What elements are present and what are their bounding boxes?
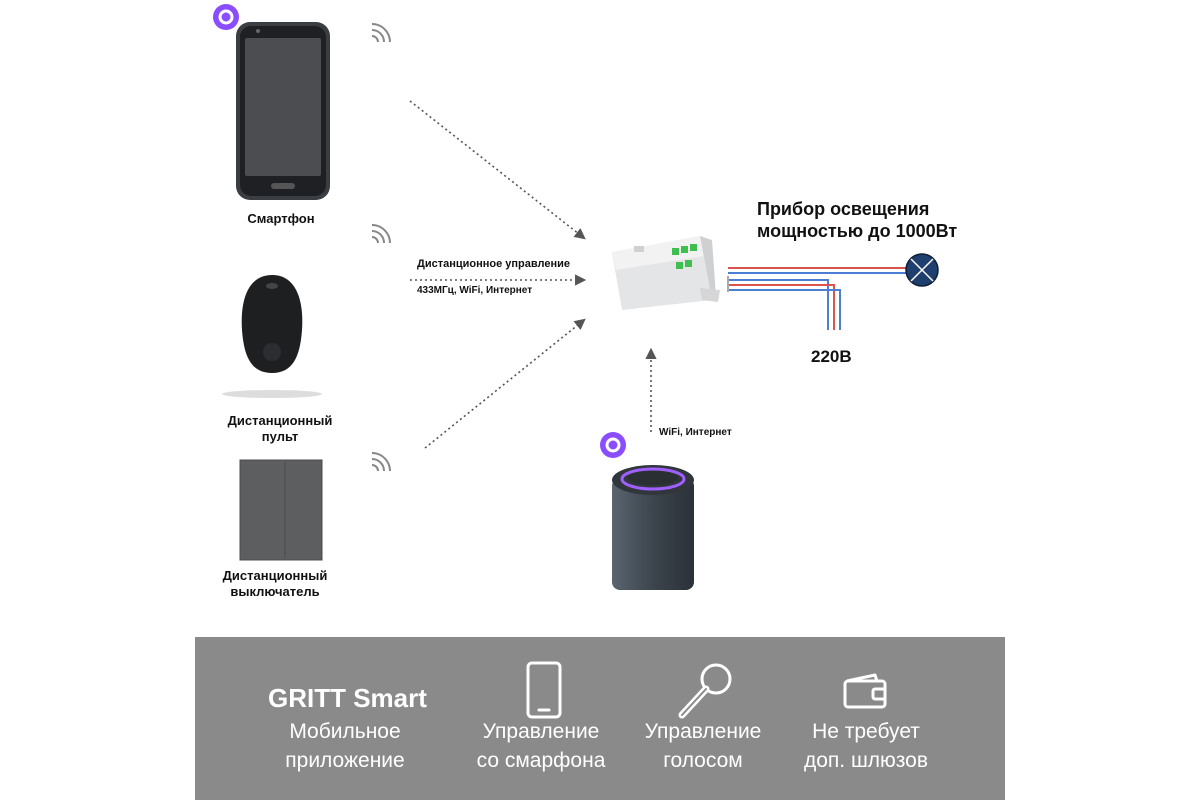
load-title-line1: Прибор освещения xyxy=(757,199,930,219)
wall-switch-image xyxy=(239,459,323,561)
features-banner: GRITT Smart Мобильное приложение Управле… xyxy=(195,637,1005,800)
feature-no-gateway: Не требует доп. шлюзов xyxy=(786,717,946,775)
feature-label-line1: Не требует xyxy=(812,720,920,743)
feature-label-line1: Мобильное xyxy=(289,720,401,743)
feature-mobile-app: Мобильное приложение xyxy=(265,717,425,775)
voltage-label: 220В xyxy=(811,347,852,366)
wireless-signal-icon xyxy=(371,452,391,472)
remote-label: Дистанционный пульт xyxy=(208,413,352,445)
wireless-signal-icon xyxy=(371,23,391,43)
remote-control-caption: Дистанционное управление xyxy=(417,258,570,270)
signal-arrow xyxy=(409,100,586,240)
smartphone-image xyxy=(236,22,330,200)
switch-label-line2: выключатель xyxy=(230,584,320,599)
remote-label-line2: пульт xyxy=(261,429,299,444)
feature-label-line2: со смарфона xyxy=(476,749,606,772)
signal-arrow xyxy=(424,318,586,449)
switch-label: Дистанционный выключатель xyxy=(203,568,347,600)
alice-logo-icon xyxy=(600,432,626,458)
smart-speaker-image xyxy=(612,465,694,590)
wireless-signal-icon xyxy=(371,224,391,244)
remote-fob-image xyxy=(222,275,322,398)
feature-smartphone-control: Управление со смарфона xyxy=(461,717,621,775)
diagram-canvas xyxy=(213,4,939,590)
feature-voice-control: Управление голосом xyxy=(623,717,783,775)
smartphone-icon xyxy=(526,661,562,719)
alice-logo-icon xyxy=(213,4,239,30)
feature-label-line1: Управление xyxy=(644,720,762,743)
relay-module-image xyxy=(612,236,720,310)
speaker-link-caption: WiFi, Интернет xyxy=(659,427,732,438)
lamp-symbol-icon xyxy=(905,253,939,287)
smartphone-label: Смартфон xyxy=(247,211,315,226)
microphone-icon xyxy=(678,663,732,719)
wallet-icon xyxy=(843,673,887,709)
feature-label-line1: Управление xyxy=(482,720,600,743)
power-wires xyxy=(727,267,906,330)
load-title-line2: мощностью до 1000Вт xyxy=(757,221,958,241)
feature-label-line2: голосом xyxy=(663,749,743,772)
remote-label-line1: Дистанционный xyxy=(227,413,333,428)
switch-label-line1: Дистанционный xyxy=(222,568,328,583)
feature-label-line2: приложение xyxy=(285,749,405,772)
brand-name: GRITT Smart xyxy=(268,683,427,713)
feature-label-line2: доп. шлюзов xyxy=(803,749,929,772)
protocols-caption: 433МГц, WiFi, Интернет xyxy=(417,285,533,296)
